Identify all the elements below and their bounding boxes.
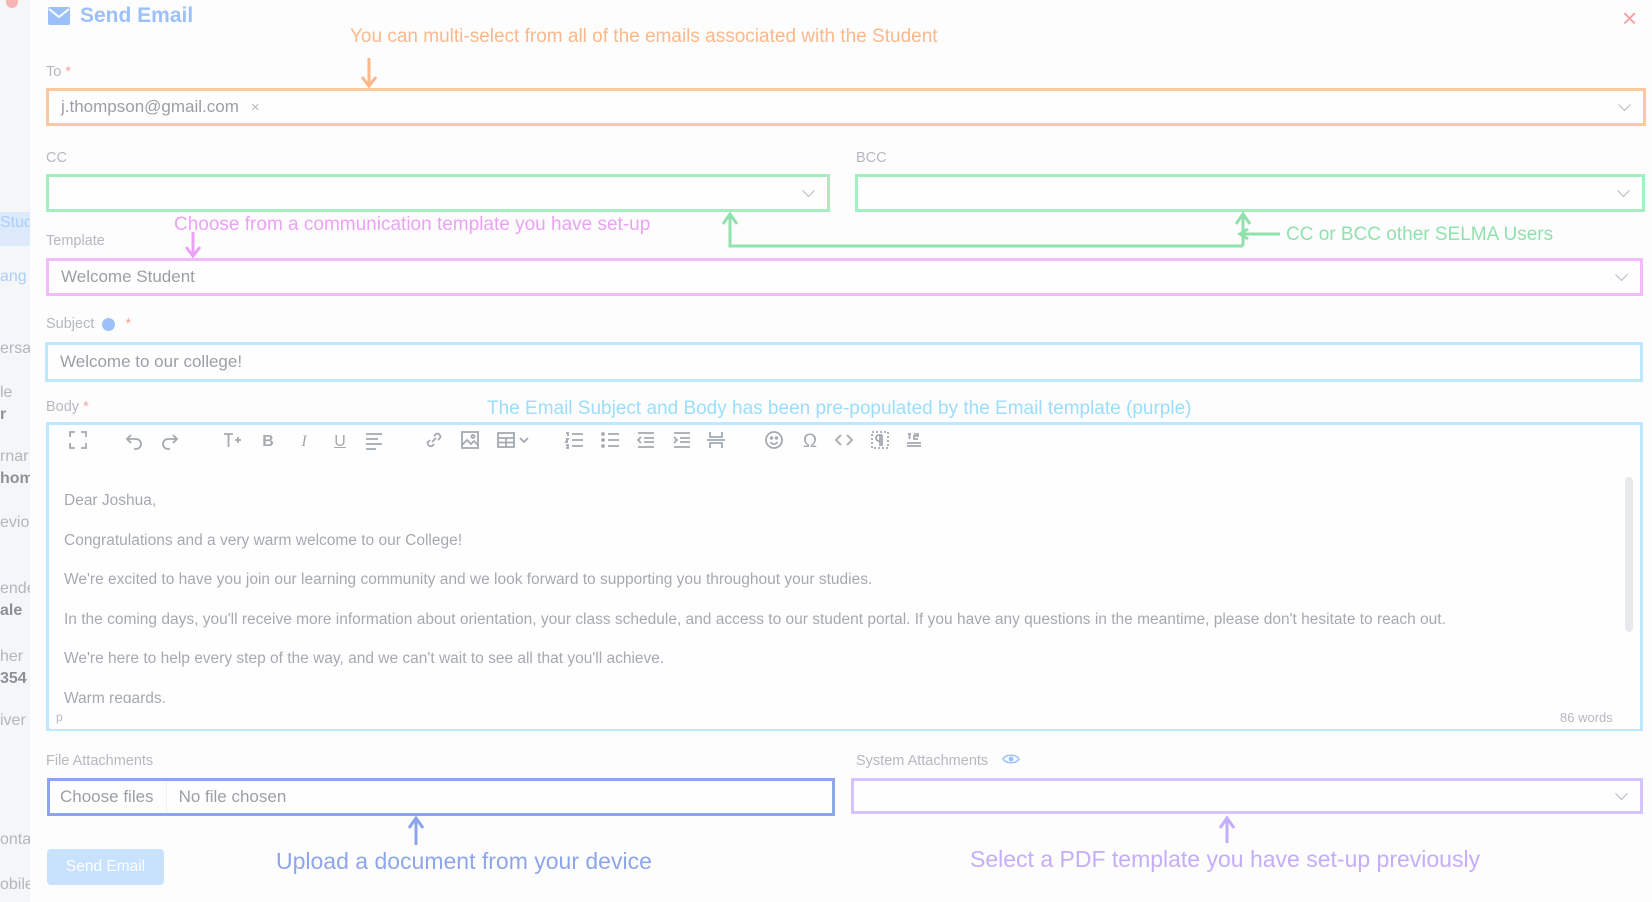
send-email-button[interactable]: Send Email [47,849,164,885]
arrowhead-pdf [1218,815,1236,829]
to-chip: j.thompson@gmail.com [61,97,239,116]
word-count-icon[interactable] [902,430,926,454]
bullet-list-icon[interactable] [598,430,622,454]
annotation-upload: Upload a document from your device [276,848,652,874]
cc-select[interactable] [46,174,830,212]
background-text-fragment: 354 [0,670,27,687]
template-value: Welcome Student [61,267,195,286]
chevron-down-icon[interactable] [514,430,529,454]
outdent-icon[interactable] [634,430,658,454]
file-attachments-label: File Attachments [46,753,154,769]
background-app: Stud ang ersa le r rnar hom evio ende ale her 354 iv… [0,0,30,902]
background-text-fragment: ang [0,268,27,285]
eye-icon[interactable] [1002,753,1021,769]
subject-label: Subject * [46,316,132,332]
annotation-template: Choose from a communication template you… [174,214,651,235]
background-text-fragment: evio [0,514,30,531]
background-text-fragment: obile [0,876,30,893]
body-paragraph: Warm regards, [64,689,166,707]
modal-title: Send Email [48,4,193,28]
align-icon[interactable] [362,430,386,454]
editor-scrollbar[interactable] [1625,477,1633,632]
underline-icon[interactable]: U [334,433,346,450]
system-attachments-label: System Attachments [856,753,1021,769]
status-path: p [56,710,63,724]
font-size-icon[interactable] [220,430,244,454]
cc-label: CC [46,150,67,166]
arrow-cc-bcc [728,216,1280,248]
background-text-fragment: onta [0,831,30,848]
ordered-list-icon[interactable] [562,430,586,454]
table-icon[interactable] [494,430,518,454]
body-editor[interactable] [46,422,1643,731]
show-blocks-icon[interactable] [868,430,892,454]
envelope-icon [48,7,70,25]
body-label: Body * [46,399,89,415]
background-text-fragment: le [0,384,13,401]
body-paragraph: Congratulations and a very warm welcome … [64,531,463,549]
file-input[interactable]: Choose files No file chosen [47,778,835,816]
info-icon[interactable] [102,317,116,331]
indent-icon[interactable] [670,430,694,454]
background-text-fragment: ende [0,580,30,597]
close-icon[interactable]: × [1622,3,1638,33]
arrowhead-upload [407,815,425,829]
modal-title-text: Send Email [80,4,194,27]
body-paragraph: Dear Joshua, [64,492,157,509]
background-text-fragment: ale [0,602,23,619]
fullscreen-icon[interactable] [66,430,90,454]
undo-icon[interactable] [122,430,146,454]
bold-icon[interactable]: B [262,433,274,450]
to-select[interactable]: j.thompson@gmail.com × [46,88,1646,126]
arrowhead-to [360,76,378,89]
body-content[interactable]: Dear Joshua, Congratulations and a very … [64,490,1604,727]
page-break-icon[interactable] [704,430,728,454]
link-icon[interactable] [422,430,446,454]
background-text-fragment: rnar [0,448,29,465]
subject-value: Welcome to our college! [60,352,243,371]
arrowheads-cc-bcc [721,211,1252,241]
background-text-fragment: iver [0,712,26,729]
arrowhead-template [184,246,202,259]
emoji-icon[interactable] [762,430,786,454]
annotation-pdf: Select a PDF template you have set-up pr… [970,846,1481,872]
image-icon[interactable] [458,430,482,454]
background-text-fragment: Stud [0,214,30,231]
body-paragraph: We're here to help every step of the way… [64,650,665,667]
system-attachments-select[interactable] [851,778,1643,814]
choose-files-button[interactable]: Choose files [60,781,167,813]
body-paragraph: In the coming days, you'll receive more … [64,610,1446,628]
word-count: 86 words [1560,710,1613,725]
editor-toolbar: B I U Ω [50,430,1640,470]
annotation-to: You can multi-select from all of the ema… [350,26,938,47]
chip-remove-icon[interactable]: × [250,98,260,116]
special-character-icon[interactable]: Ω [802,431,818,452]
annotation-subject-body: The Email Subject and Body has been pre-… [487,398,1192,419]
background-text-fragment: ersa [0,340,30,357]
body-paragraph: We're excited to have you join our learn… [64,571,873,588]
background-text-fragment: r [0,406,7,423]
template-label: Template [46,233,105,249]
code-icon[interactable] [832,430,856,454]
template-select[interactable]: Welcome Student [46,258,1643,296]
background-text-fragment: hom [0,470,30,487]
editor-status-bar [50,703,1640,729]
file-status: No file chosen [178,787,287,806]
background-text-fragment: her [0,648,24,665]
notification-dot [6,0,18,8]
bcc-select[interactable] [855,174,1645,212]
annotation-cc-bcc: CC or BCC other SELMA Users [1286,224,1554,245]
subject-input[interactable]: Welcome to our college! [45,342,1643,382]
bcc-label: BCC [856,150,887,166]
italic-icon[interactable]: I [301,433,307,450]
redo-icon[interactable] [158,430,182,454]
to-label: To * [46,64,72,80]
background-tab [0,212,30,246]
